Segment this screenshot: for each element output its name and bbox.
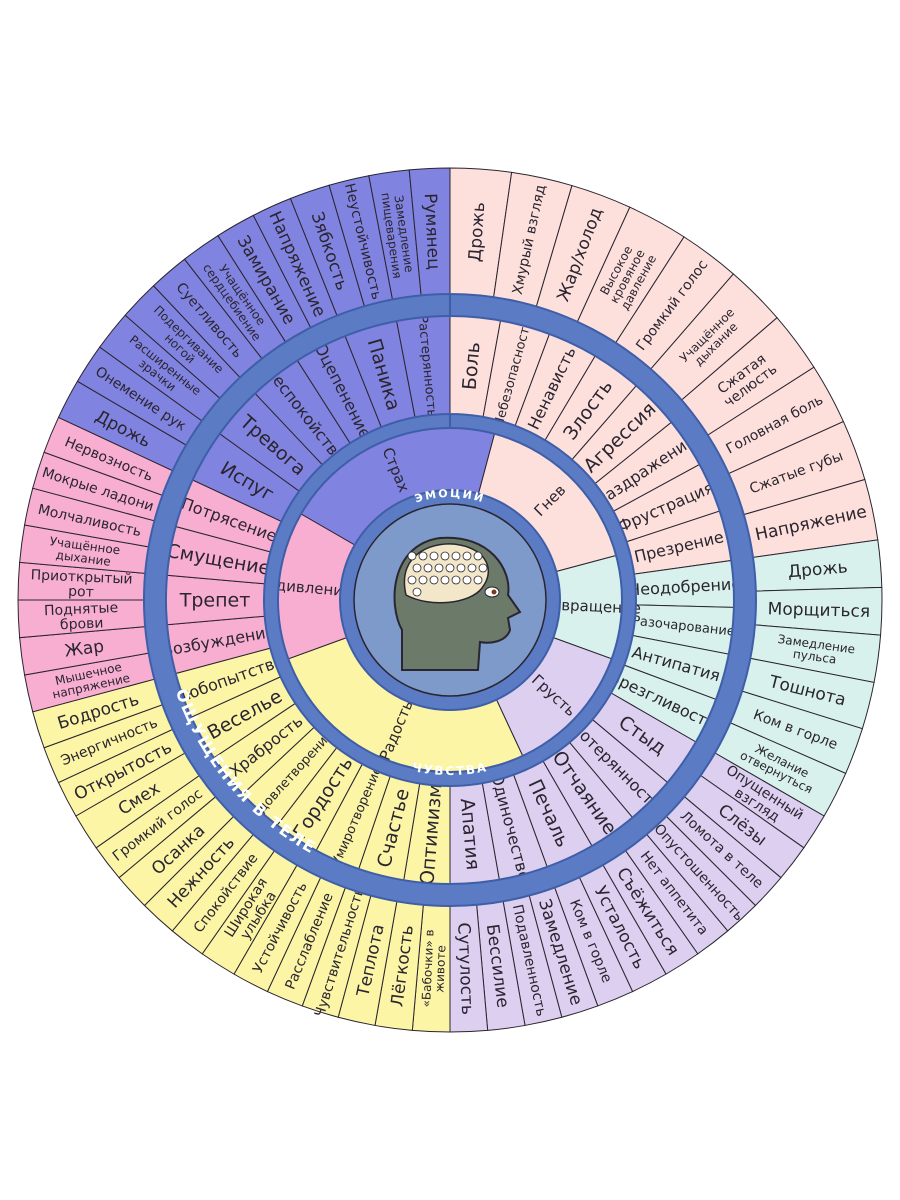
feeling-label-surprise: Трепет [179,590,251,612]
sensation-label-sadness: Сутулость [453,922,477,1015]
sensation-label-anger: Дрожь [465,201,489,262]
center-disc [340,490,560,710]
sensation-label-fear: Румянец [420,193,444,270]
sensation-label-disgust: Морщиться [767,599,870,622]
feeling-label-anger: Боль [459,341,485,391]
